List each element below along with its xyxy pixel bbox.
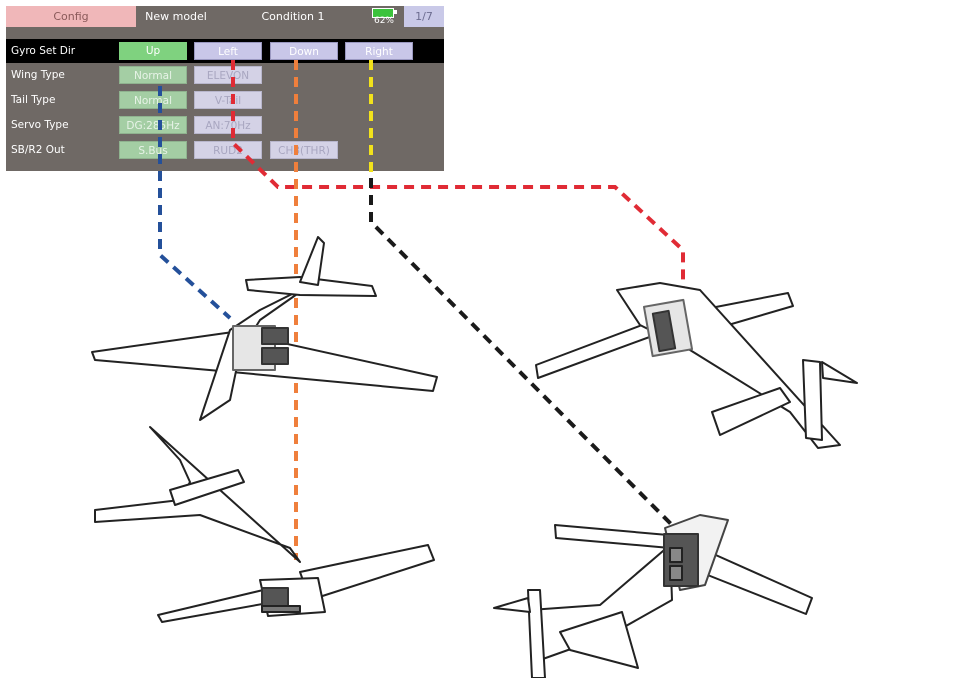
plane-diving-icon <box>94 426 435 623</box>
gyro-down-button[interactable]: Down <box>270 42 338 60</box>
tail-normal-button[interactable]: Normal <box>119 91 187 109</box>
page-indicator[interactable]: 1/7 <box>404 6 444 27</box>
servo-type-label: Servo Type <box>11 119 69 131</box>
row-wing-type: Wing Type Normal ELEVON <box>6 63 444 87</box>
row-tail-type: Tail Type Normal V-Tail <box>6 88 444 112</box>
plane-banked-icon <box>535 282 858 449</box>
plane-upright-icon <box>91 236 438 421</box>
gyro-right-button[interactable]: Right <box>345 42 413 60</box>
row-gyro-set-dir: Gyro Set Dir Up Left Down Right <box>6 39 444 63</box>
row-sb-r2-out: SB/R2 Out S.Bus RUD2 CH3(THR) <box>6 138 444 162</box>
transmitter-screen: Config New model Condition 1 62% 1/7 Gyr… <box>6 6 444 171</box>
gyro-up-button[interactable]: Up <box>119 42 187 60</box>
condition-label: Condition 1 <box>261 10 325 23</box>
model-name: New model <box>145 10 207 23</box>
servo-digital-button[interactable]: DG:285Hz <box>119 116 187 134</box>
wing-type-label: Wing Type <box>11 69 65 81</box>
gyro-left-button[interactable]: Left <box>194 42 262 60</box>
out-ch3-thr-button[interactable]: CH3(THR) <box>270 141 338 159</box>
out-rud2-button[interactable]: RUD2 <box>194 141 262 159</box>
battery-icon <box>372 8 394 18</box>
left-connector-line <box>231 60 685 290</box>
up-connector-line <box>158 86 232 320</box>
plane-inverted-icon <box>493 514 813 678</box>
right-connector-line-bottom <box>369 178 674 527</box>
battery-percent: 62% <box>373 16 394 26</box>
tab-config[interactable]: Config <box>6 6 136 27</box>
sb-r2-out-label: SB/R2 Out <box>11 144 65 156</box>
tail-type-label: Tail Type <box>11 94 56 106</box>
row-servo-type: Servo Type DG:285Hz AN:70Hz <box>6 113 444 137</box>
wing-normal-button[interactable]: Normal <box>119 66 187 84</box>
gyro-set-dir-label: Gyro Set Dir <box>11 45 76 57</box>
servo-analog-button[interactable]: AN:70Hz <box>194 116 262 134</box>
wing-elevon-button[interactable]: ELEVON <box>194 66 262 84</box>
battery-tip-icon <box>394 10 397 14</box>
battery-indicator: 62% <box>364 6 404 27</box>
